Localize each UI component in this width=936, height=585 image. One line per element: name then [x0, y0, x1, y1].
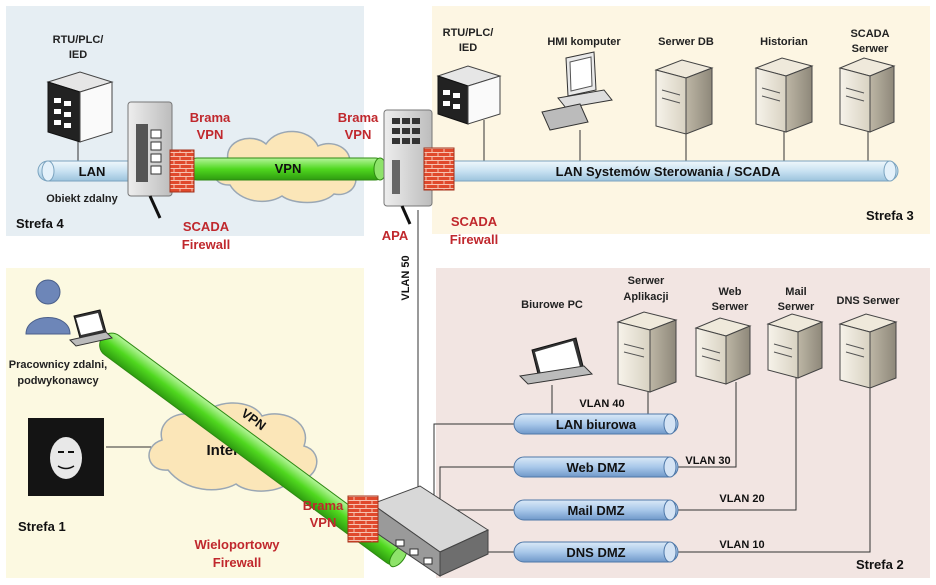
remote-users-label-1: Pracownicy zdalni,	[9, 359, 107, 371]
vlan20-label: VLAN 20	[719, 493, 764, 505]
remote-rtu-label-2: IED	[69, 49, 87, 61]
vlan10-label: VLAN 10	[719, 539, 764, 551]
dns-dmz-pipe	[513, 541, 679, 563]
apa-device	[383, 109, 433, 225]
control-firewall-label-2: Firewall	[450, 232, 498, 247]
office-lan-label: LAN biurowa	[556, 417, 637, 432]
zone-1-label: Strefa 1	[18, 519, 66, 534]
remote-user-icon	[25, 279, 113, 347]
dns-server-icon	[838, 313, 898, 389]
multiport-firewall-label-1: Wieloportowy	[194, 537, 280, 552]
db-server-label: Serwer DB	[658, 36, 714, 48]
hacker-icon	[28, 418, 104, 496]
remote-rtu-label-1: RTU/PLC/	[53, 34, 104, 46]
historian-server-icon	[754, 57, 814, 133]
zone-2-area	[436, 268, 930, 578]
hmi-label: HMI komputer	[547, 36, 621, 48]
mail-dmz-pipe	[513, 499, 679, 521]
web-server-label-1: Web	[718, 286, 741, 298]
scada-server-label-1: SCADA	[850, 28, 889, 40]
zone-3-label: Strefa 3	[866, 208, 914, 223]
control-vpn-gw-label-2: VPN	[345, 127, 372, 142]
connection-lines	[77, 120, 871, 553]
historian-label: Historian	[760, 36, 808, 48]
dns-server-label: DNS Serwer	[837, 295, 901, 307]
db-server-icon	[654, 59, 714, 135]
control-lan-pipe	[439, 160, 899, 182]
remote-lan-label: LAN	[79, 164, 106, 179]
remote-firewall-label-1: SCADA	[183, 219, 230, 234]
multiport-firewall-label-2: Firewall	[213, 555, 261, 570]
multiport-firewall-brick-icon	[347, 495, 379, 543]
control-rtu-label-2: IED	[459, 42, 477, 54]
mail-server-icon	[766, 313, 824, 379]
office-pc-icon	[518, 337, 594, 385]
remote-vpn-gw-label-2: VPN	[197, 127, 224, 142]
remote-gateway-device	[127, 101, 173, 219]
scada-server-icon	[838, 57, 896, 133]
office-pc-label: Biurowe PC	[521, 299, 583, 311]
zone-4-label: Strefa 4	[16, 216, 64, 231]
control-lan-label: LAN Systemów Sterowania / SCADA	[556, 164, 781, 179]
vlan50-label: VLAN 50	[400, 255, 412, 300]
hmi-computer-icon	[541, 51, 613, 131]
dns-dmz-label: DNS DMZ	[566, 545, 625, 560]
top-vpn-label: VPN	[275, 161, 302, 176]
app-server-label-2: Aplikacji	[623, 291, 668, 303]
control-rtu-label-1: RTU/PLC/	[443, 27, 494, 39]
web-dmz-pipe	[513, 456, 679, 478]
control-rtu-icon	[436, 65, 502, 125]
remote-rtu-icon	[46, 71, 114, 143]
web-server-label-2: Serwer	[712, 301, 749, 313]
remote-users-label-2: podwykonawcy	[17, 375, 99, 387]
apa-label: APA	[382, 228, 409, 243]
mail-server-label-1: Mail	[785, 286, 806, 298]
mail-dmz-label: Mail DMZ	[567, 503, 624, 518]
app-server-icon	[616, 311, 678, 393]
remote-vpn-gw-label-1: Brama	[190, 110, 231, 125]
control-firewall-label-1: SCADA	[451, 214, 498, 229]
office-lan-pipe	[513, 413, 679, 435]
multiport-vpn-gw-label-1: Brama	[303, 498, 344, 513]
remote-firewall-label-2: Firewall	[182, 237, 230, 252]
mail-server-label-2: Serwer	[778, 301, 815, 313]
vlan30-label: VLAN 30	[685, 455, 730, 467]
remote-site-label: Obiekt zdalny	[46, 193, 118, 205]
scada-server-label-2: Serwer	[852, 43, 889, 55]
web-server-icon	[694, 317, 752, 385]
vlan40-label: VLAN 40	[579, 398, 624, 410]
zone-2-label: Strefa 2	[856, 557, 904, 572]
control-vpn-gw-label-1: Brama	[338, 110, 379, 125]
web-dmz-label: Web DMZ	[567, 460, 626, 475]
remote-firewall-icon	[169, 149, 195, 193]
control-firewall-icon	[423, 147, 455, 191]
app-server-label-1: Serwer	[628, 275, 665, 287]
multiport-vpn-gw-label-2: VPN	[310, 515, 337, 530]
